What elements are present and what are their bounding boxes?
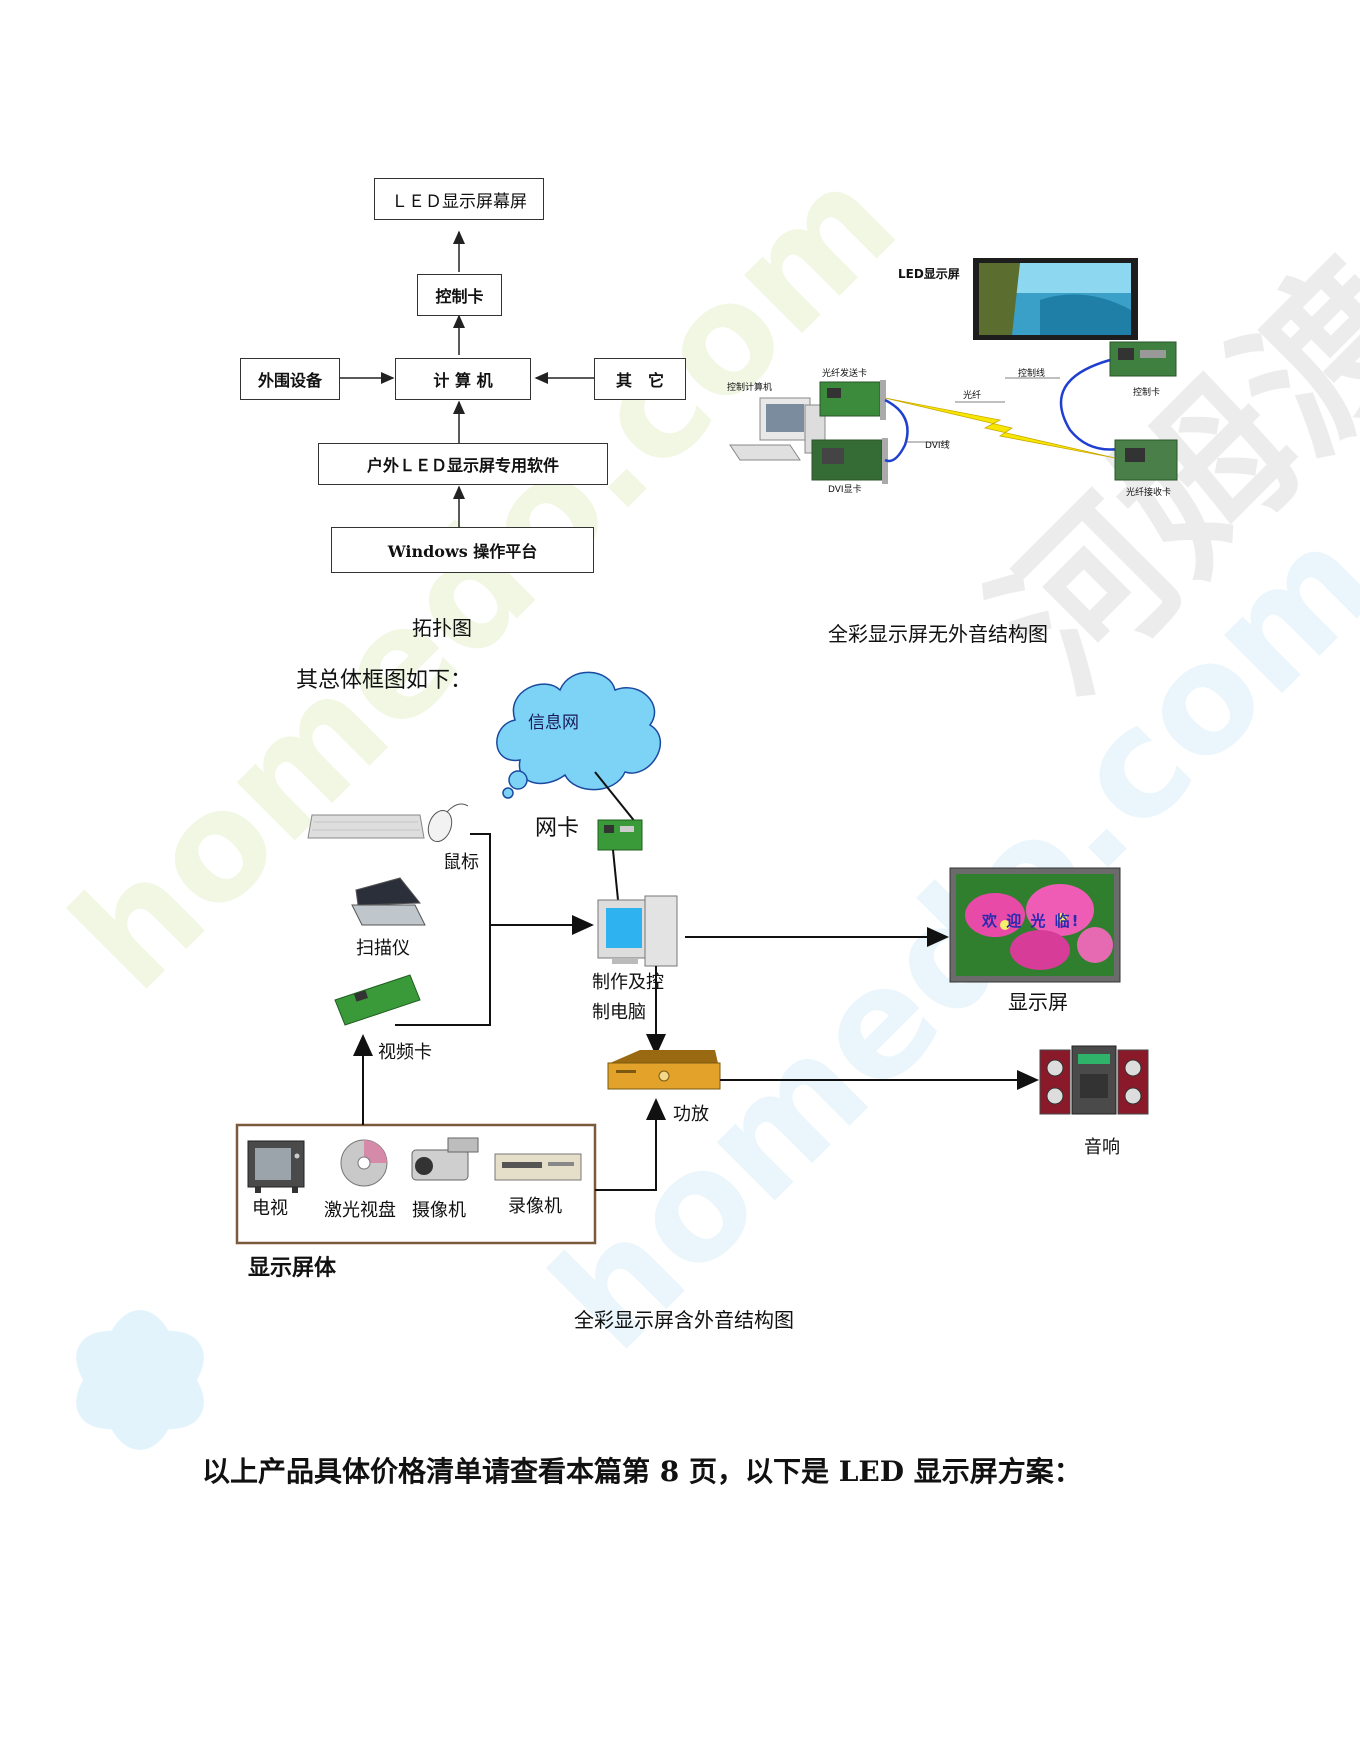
led-screen-box: ＬＥＤ显示屏幕屏 [374,178,544,220]
no-audio-caption: 全彩显示屏无外音结构图 [828,622,1048,646]
led-screen-image [973,258,1138,340]
label-computer-line2: 制电脑 [592,1002,646,1023]
info-network-cloud-icon [496,671,662,799]
laser-disc-icon [340,1139,388,1187]
label-display: 显示屏 [1008,990,1068,1014]
camera-icon [411,1137,479,1181]
label-info-network: 信息网 [528,713,579,733]
label-fiber-receive-card: 光纤接收卡 [1126,488,1172,498]
keyboard-icon [307,814,425,839]
label-recorder: 录像机 [508,1196,562,1217]
label-camera: 摄像机 [412,1200,466,1221]
label-video-card: 视频卡 [378,1042,432,1063]
computer-box: 计 算 机 [395,358,531,400]
label-source-group: 显示屏体 [248,1256,337,1281]
footer-text: 以上产品具体价格清单请查看本篇第 8 页，以下是 LED 显示屏方案： [202,1455,1082,1488]
label-mouse: 鼠标 [443,852,479,873]
label-fiber-send-card: 光纤发送卡 [822,369,868,379]
fiber-send-card-image [819,380,886,420]
label-display-text: 欢 迎 光 临! [982,912,1081,930]
scanner-icon [351,877,426,926]
label-dvi-card: DVI显卡 [828,485,862,495]
label-laser-disc: 激光视盘 [324,1200,396,1221]
peripherals-box: 外围设备 [240,358,340,400]
software-box: 户外ＬＥＤ显示屏专用软件 [318,443,608,485]
label-computer-line1: 制作及控 [592,972,664,993]
label-control-computer: 控制计算机 [727,383,773,393]
control-computer-icon [597,895,678,967]
display-screen-icon [949,867,1121,983]
label-amplifier: 功放 [673,1104,709,1125]
speaker-icon [1039,1045,1149,1115]
video-card-icon [334,974,421,1026]
control-card-box: 控制卡 [417,274,502,316]
network-card-icon [597,819,643,851]
intro-text: 其总体框图如下： [296,668,473,693]
label-led-screen: LED显示屏 [898,267,960,281]
label-control-line: 控制线 [1018,369,1046,379]
label-control-card: 控制卡 [1133,388,1161,398]
topology-caption: 拓扑图 [412,616,472,640]
fiber-receive-card-image [1114,439,1178,481]
label-tv: 电视 [252,1198,288,1219]
overall-caption: 全彩显示屏含外音结构图 [574,1308,794,1332]
tv-icon [247,1140,305,1193]
others-box: 其 它 [594,358,686,400]
label-network-card: 网卡 [535,816,580,841]
label-speaker: 音响 [1084,1137,1120,1158]
amplifier-icon [607,1050,721,1090]
label-dvi-line: DVI线 [925,441,950,451]
control-card-image [1109,341,1177,377]
label-scanner: 扫描仪 [356,938,410,959]
mouse-icon [427,803,469,842]
recorder-icon [494,1153,582,1181]
windows-box: Windows 操作平台 [331,527,594,573]
control-computer-image [729,397,826,461]
source-group-box [235,1123,597,1245]
label-fiber: 光纤 [963,391,982,401]
